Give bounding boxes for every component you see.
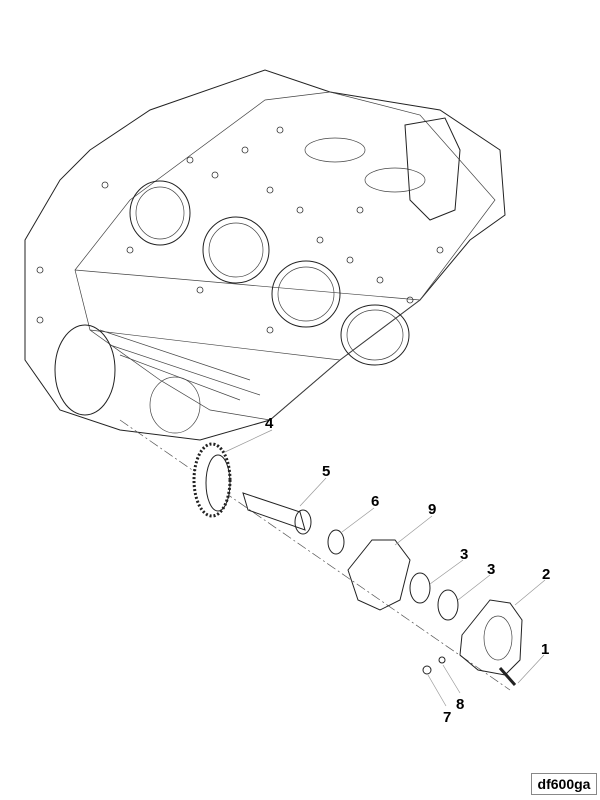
part-washer	[327, 529, 345, 555]
part-shaft	[242, 492, 312, 535]
callout-2: 2	[542, 566, 550, 583]
part-gasket	[347, 539, 411, 611]
callout-6: 6	[371, 493, 379, 510]
engine-block-illustration	[24, 69, 506, 441]
part-pump-housing	[459, 599, 523, 676]
callout-3b: 3	[487, 561, 495, 578]
callout-4: 4	[265, 415, 274, 432]
part-gear	[192, 442, 232, 518]
callout-5: 5	[322, 463, 330, 480]
part-seal-1	[409, 572, 431, 604]
assembly-axis-line	[119, 419, 511, 691]
callout-9: 9	[428, 501, 436, 518]
figure-id-label: df600ga	[531, 773, 597, 795]
part-small-washer	[438, 656, 446, 664]
part-bolt	[498, 667, 517, 686]
callout-3a: 3	[460, 546, 468, 563]
callout-7: 7	[443, 709, 451, 726]
callout-8: 8	[456, 696, 464, 713]
part-seal-2	[437, 589, 459, 621]
callout-1: 1	[541, 641, 549, 658]
leader-lines	[224, 429, 546, 707]
part-nut	[422, 665, 432, 675]
